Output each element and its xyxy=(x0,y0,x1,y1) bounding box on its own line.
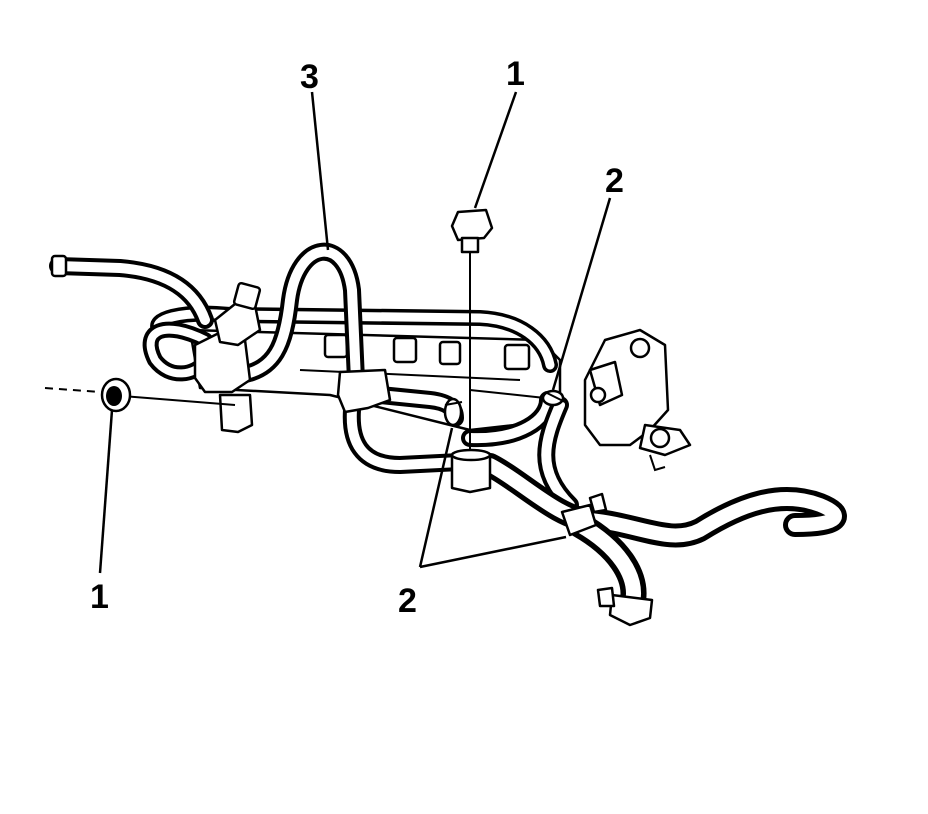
hose-clamp-middle xyxy=(443,397,463,427)
leader-bolt-left xyxy=(98,409,114,574)
hose-3 xyxy=(49,242,365,389)
hose-clamp-lower xyxy=(560,492,608,537)
hose-clamp-right xyxy=(541,389,566,407)
bolt-left-washer xyxy=(100,377,132,413)
callout-hose: 3 xyxy=(300,58,319,96)
left-tee-fitting xyxy=(193,281,262,434)
callouts: 3 1 2 1 2 xyxy=(90,55,624,620)
bottom-hose xyxy=(478,453,847,627)
leader-bolt-top xyxy=(473,91,518,209)
leader-hose-3 xyxy=(310,91,330,251)
callout-bolt-top: 1 xyxy=(506,55,525,93)
callout-bolt-left: 1 xyxy=(90,578,109,616)
leader-clamp-lower xyxy=(419,535,567,569)
right-fitting-bracket xyxy=(583,328,692,472)
leader-clamp-right xyxy=(551,197,612,391)
leader-lines xyxy=(98,91,612,574)
hose-clamps xyxy=(443,389,608,537)
bolt-left xyxy=(44,377,236,413)
callout-clamps-bottom: 2 xyxy=(398,582,417,620)
right-hose xyxy=(461,391,579,514)
callout-clamp-right: 2 xyxy=(605,162,624,200)
bolt-top xyxy=(450,208,494,494)
leader-clamp-middle xyxy=(418,427,454,568)
